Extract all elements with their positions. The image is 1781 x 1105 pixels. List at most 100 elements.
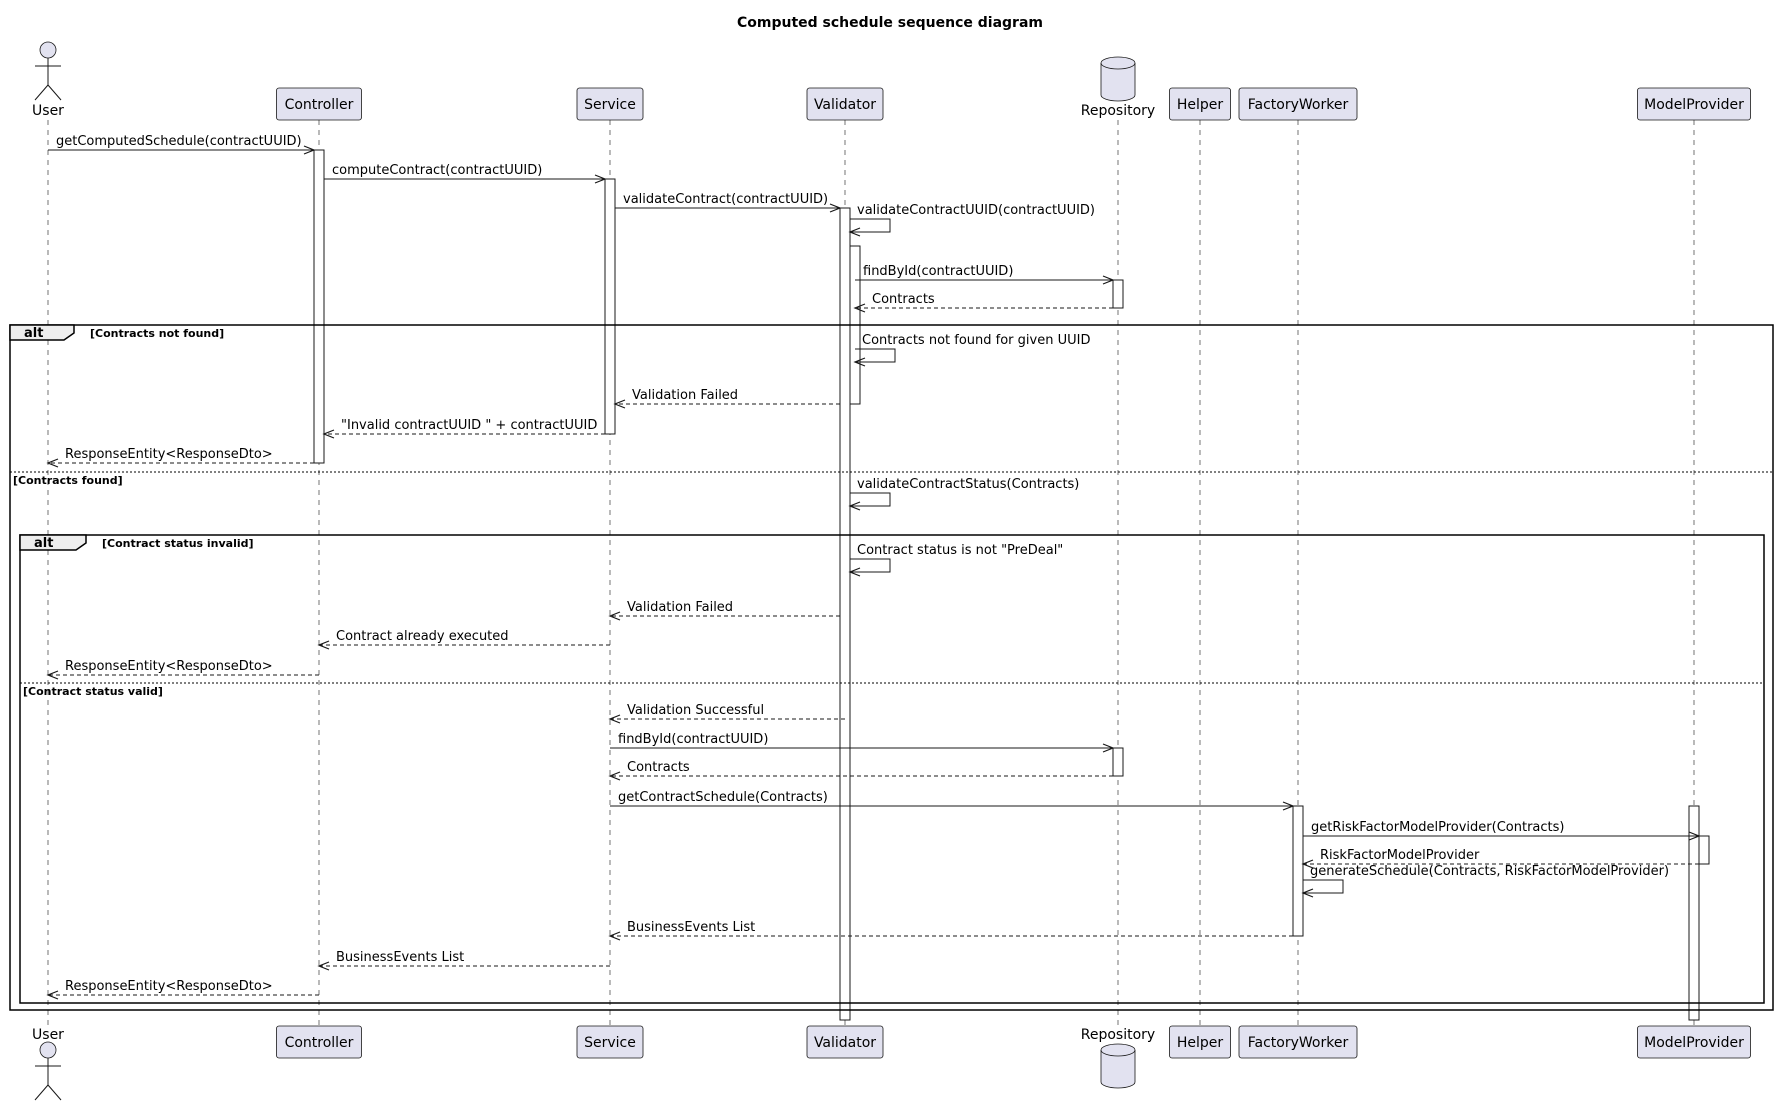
fragment-keyword: alt bbox=[34, 536, 53, 551]
message-5: findById(contractUUID) bbox=[855, 264, 1115, 285]
fragment-else-guard: [Contract status valid] bbox=[23, 685, 163, 698]
arrow-head bbox=[1688, 831, 1701, 841]
message-22: generateSchedule(Contracts, RiskFactorMo… bbox=[1301, 864, 1669, 898]
participant-box bbox=[1238, 1025, 1358, 1059]
arrow-head bbox=[1301, 859, 1314, 869]
database-icon bbox=[1100, 56, 1136, 102]
diagram-title: Computed schedule sequence diagram bbox=[737, 15, 1043, 31]
fragment-keyword: alt bbox=[24, 326, 43, 341]
message-7: Contracts not found for given UUID bbox=[853, 333, 1090, 367]
participant-label: Helper bbox=[1177, 1035, 1224, 1051]
arrow-head bbox=[608, 611, 621, 621]
arrow-head bbox=[1301, 888, 1314, 898]
message-label: Validation Successful bbox=[627, 703, 764, 718]
lifelines bbox=[47, 120, 1695, 1026]
arrow-head bbox=[46, 990, 59, 1000]
message-19: getContractSchedule(Contracts) bbox=[610, 790, 1295, 811]
participant-label: Controller bbox=[285, 97, 354, 113]
message-label: RiskFactorModelProvider bbox=[1320, 848, 1480, 863]
participant-helper-top: Helper bbox=[1169, 87, 1231, 121]
arrow-head bbox=[608, 771, 621, 781]
message-21: RiskFactorModelProvider bbox=[1301, 848, 1699, 869]
message-13: Validation Failed bbox=[608, 600, 840, 621]
activation-factoryworker-6 bbox=[1292, 805, 1304, 937]
message-label: ResponseEntity<ResponseDto> bbox=[65, 659, 273, 674]
participant-label: FactoryWorker bbox=[1248, 97, 1349, 113]
arrow-head bbox=[317, 640, 330, 650]
message-label: Validation Failed bbox=[627, 600, 733, 615]
participant-service-bottom: Service bbox=[576, 1025, 644, 1059]
message-label: validateContractUUID(contractUUID) bbox=[857, 203, 1095, 218]
participant-factoryworker-top: FactoryWorker bbox=[1238, 87, 1358, 121]
participant-factoryworker-bottom: FactoryWorker bbox=[1238, 1025, 1358, 1059]
arrow-head bbox=[853, 303, 866, 313]
combined-fragments: alt[Contracts not found][Contracts found… bbox=[9, 324, 1774, 1011]
actor-leg-right bbox=[47, 1084, 62, 1101]
participant-label: ModelProvider bbox=[1644, 97, 1744, 113]
activation-service-1 bbox=[604, 178, 616, 435]
message-label: Contracts not found for given UUID bbox=[862, 333, 1090, 348]
message-label: "Invalid contractUUID " + contractUUID bbox=[341, 418, 597, 433]
actor-head bbox=[39, 1041, 57, 1059]
message-label: findById(contractUUID) bbox=[618, 732, 768, 747]
activation-modelprovider-8 bbox=[1698, 835, 1710, 865]
participant-box bbox=[1238, 87, 1358, 121]
arrow-head bbox=[317, 961, 330, 971]
arrow-head bbox=[829, 203, 842, 213]
self-message-line bbox=[850, 492, 891, 507]
message-16: Validation Successful bbox=[608, 703, 845, 724]
activation-modelprovider-7 bbox=[1688, 805, 1700, 1021]
participant-controller-bottom: Controller bbox=[276, 1025, 362, 1059]
message-8: Validation Failed bbox=[613, 388, 840, 409]
message-label: Contracts bbox=[627, 760, 690, 775]
self-message-line bbox=[850, 218, 891, 233]
arrow-head bbox=[613, 399, 626, 409]
message-25: ResponseEntity<ResponseDto> bbox=[46, 979, 319, 1000]
participant-modelprovider-bottom: ModelProvider bbox=[1637, 1025, 1751, 1059]
message-label: getContractSchedule(Contracts) bbox=[618, 790, 828, 805]
participant-controller-top: Controller bbox=[276, 87, 362, 121]
arrow-head bbox=[848, 501, 861, 511]
message-9: "Invalid contractUUID " + contractUUID bbox=[322, 418, 605, 439]
message-label: Contracts bbox=[872, 292, 935, 307]
message-label: Validation Failed bbox=[632, 388, 738, 403]
message-4: validateContractUUID(contractUUID) bbox=[848, 203, 1095, 237]
arrow-head bbox=[608, 714, 621, 724]
participant-modelprovider-top: ModelProvider bbox=[1637, 87, 1751, 121]
message-label: findById(contractUUID) bbox=[863, 264, 1013, 279]
actor-leg-left bbox=[34, 84, 49, 101]
arrow-head bbox=[848, 227, 861, 237]
fragment-guard: [Contracts not found] bbox=[90, 327, 224, 340]
participant-label: Service bbox=[584, 1035, 636, 1051]
message-label: ResponseEntity<ResponseDto> bbox=[65, 447, 273, 462]
message-2: computeContract(contractUUID) bbox=[324, 163, 607, 184]
alt-fragment-tab-1 bbox=[9, 324, 75, 341]
participant-validator-bottom: Validator bbox=[806, 1025, 884, 1059]
message-17: findById(contractUUID) bbox=[610, 732, 1115, 753]
arrow-head bbox=[1102, 743, 1115, 753]
message-label: computeContract(contractUUID) bbox=[332, 163, 542, 178]
message-label: validateContract(contractUUID) bbox=[623, 192, 828, 207]
message-10: ResponseEntity<ResponseDto> bbox=[46, 447, 314, 468]
actor-head bbox=[39, 41, 57, 59]
message-6: Contracts bbox=[853, 292, 1113, 313]
participant-box bbox=[576, 87, 644, 121]
participant-repository-bottom: Repository bbox=[1081, 1027, 1155, 1089]
activation-controller-0 bbox=[313, 149, 325, 464]
message-label: getRiskFactorModelProvider(Contracts) bbox=[1311, 820, 1564, 835]
participant-validator-top: Validator bbox=[806, 87, 884, 121]
participant-label: Controller bbox=[285, 1035, 354, 1051]
message-1: getComputedSchedule(contractUUID) bbox=[48, 134, 316, 155]
arrow-head bbox=[1102, 275, 1115, 285]
arrow-head bbox=[848, 567, 861, 577]
arrow-head bbox=[322, 429, 335, 439]
self-message-line bbox=[1303, 879, 1344, 894]
activation-repository-5 bbox=[1112, 747, 1124, 777]
alt-fragment-2 bbox=[19, 534, 1765, 1004]
database-icon bbox=[1100, 1043, 1136, 1089]
message-23: BusinessEvents List bbox=[608, 920, 1293, 941]
message-label: ResponseEntity<ResponseDto> bbox=[65, 979, 273, 994]
message-3: validateContract(contractUUID) bbox=[615, 192, 842, 213]
arrow-head bbox=[303, 145, 316, 155]
